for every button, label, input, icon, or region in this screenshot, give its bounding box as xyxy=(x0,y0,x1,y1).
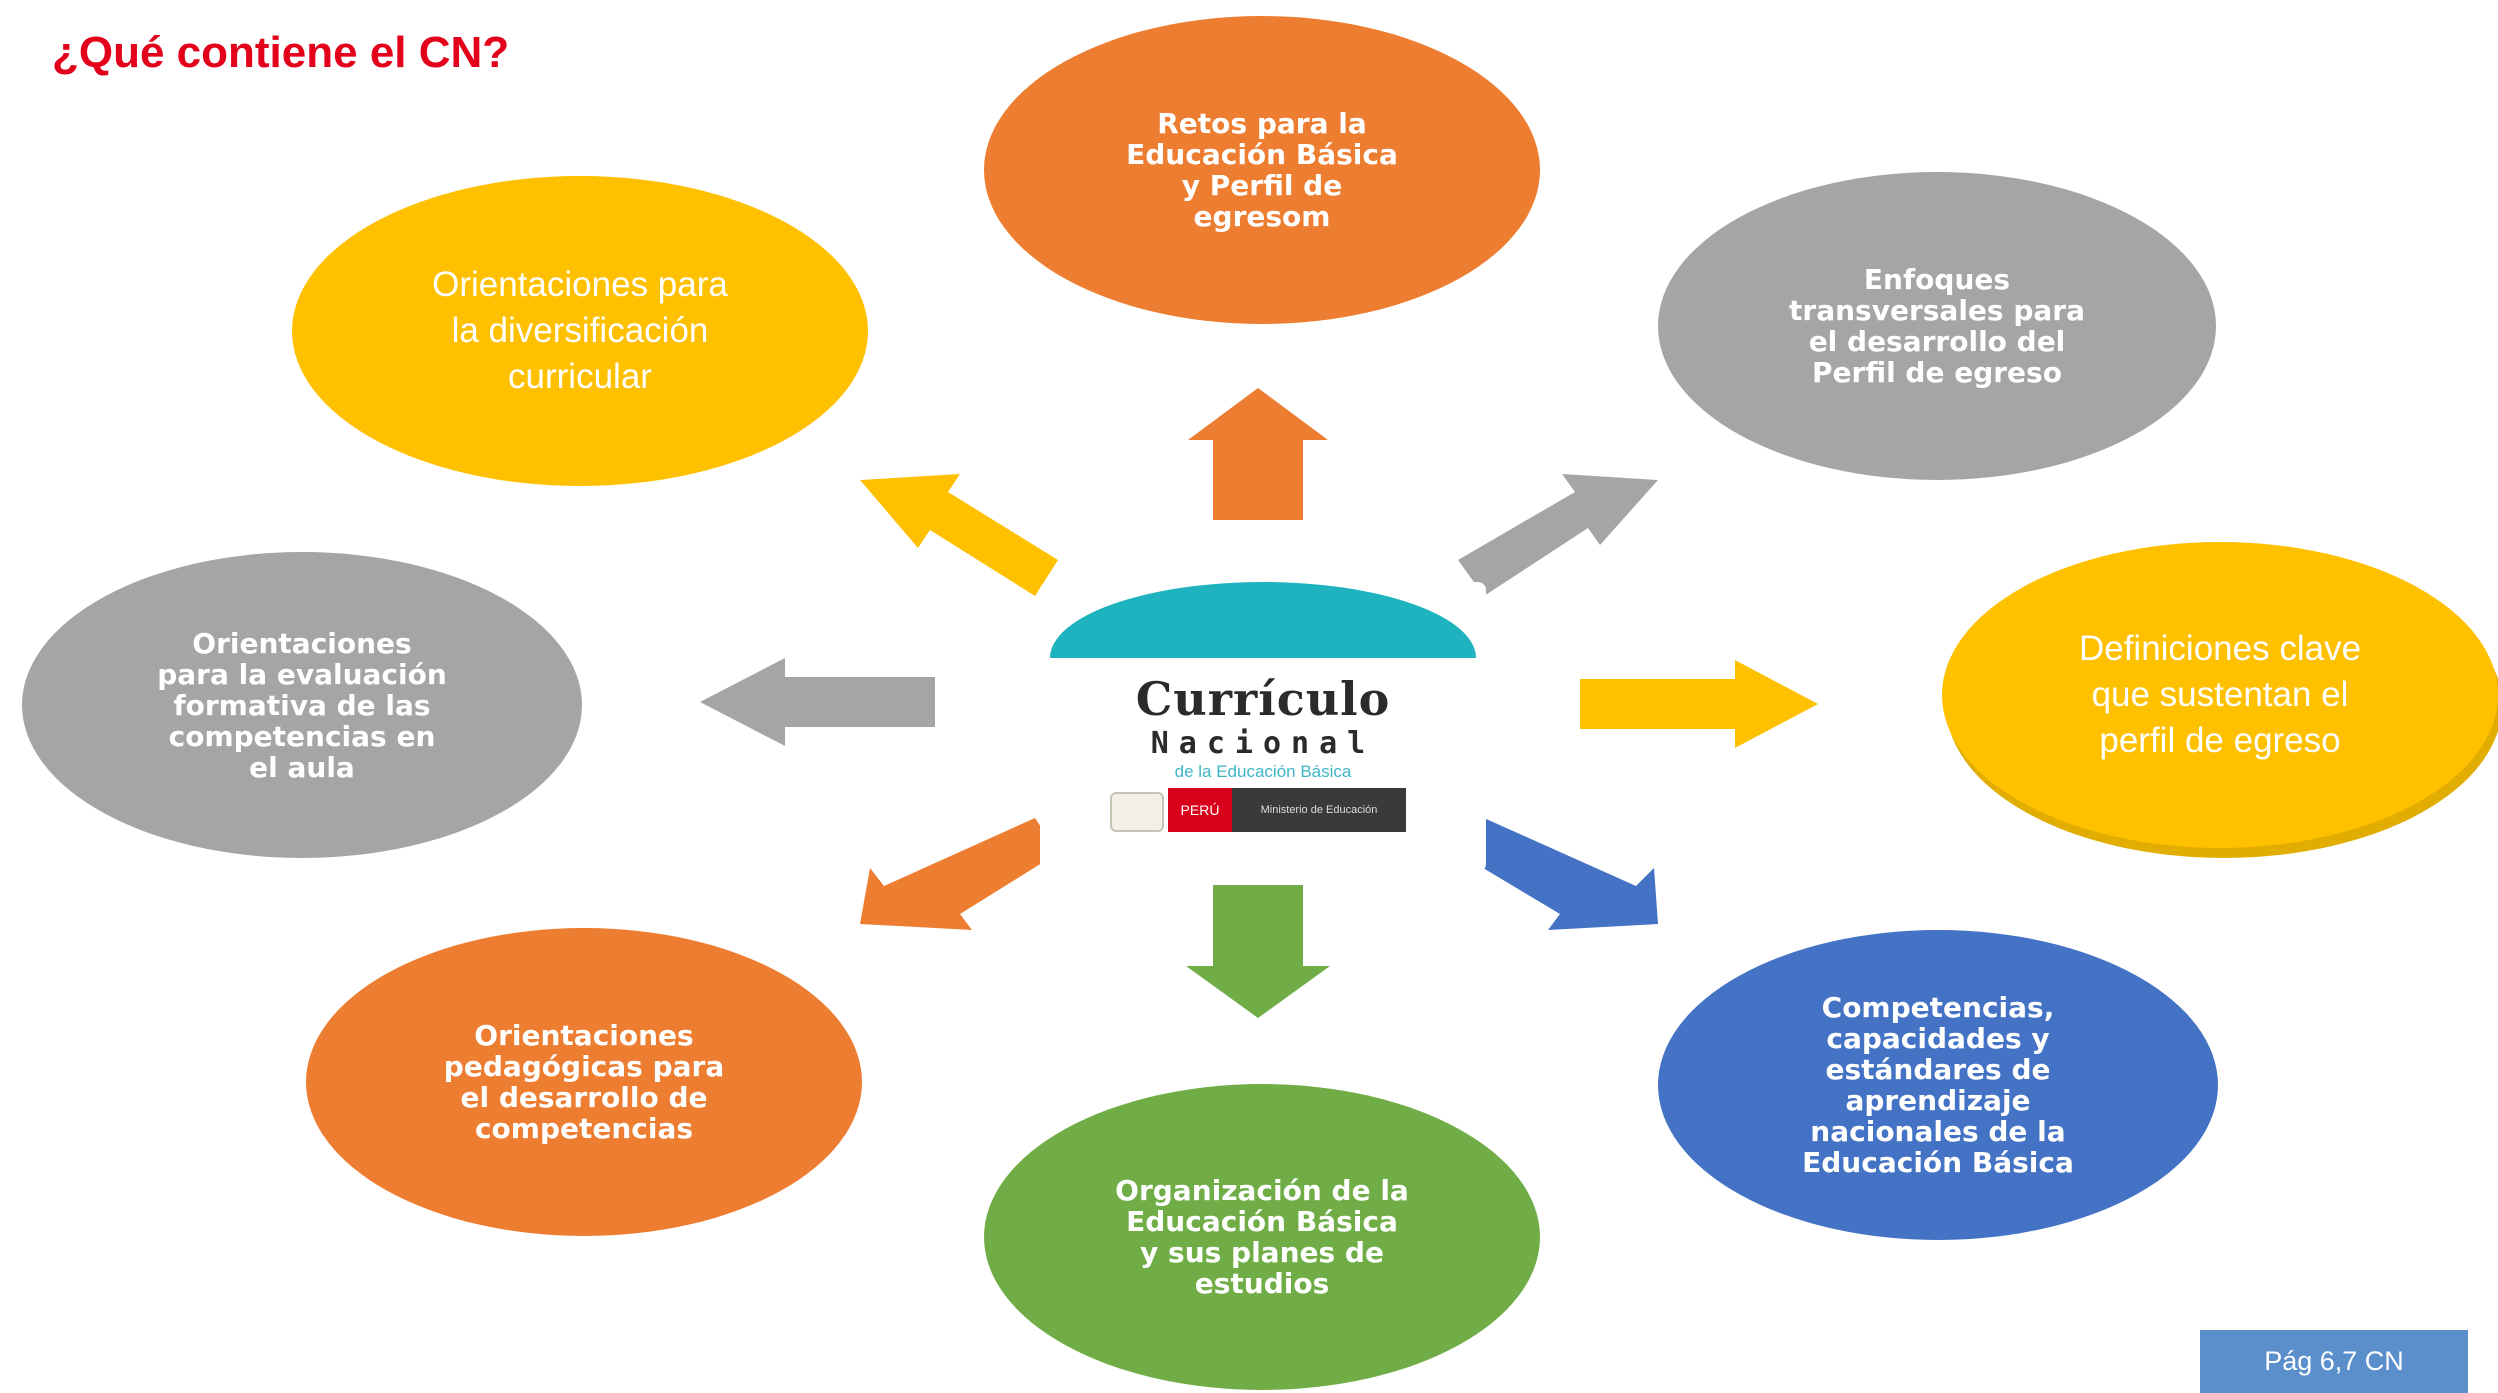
node-enfoques: Enfoques transversales para el desarroll… xyxy=(1658,172,2216,480)
curriculo-logo: Currículo Nacional de la Educación Básic… xyxy=(1040,582,1486,872)
node-retos: Retos para la Educación Básica y Perfil … xyxy=(984,16,1540,324)
logo-subtitle: Nacional xyxy=(1150,726,1376,761)
node-pedagogicas-text: Orientaciones pedagógicas para el desarr… xyxy=(443,1019,725,1145)
page-title: ¿Qué contiene el CN? xyxy=(52,28,510,77)
arrow-left xyxy=(700,658,935,746)
coat-of-arms-icon xyxy=(1110,792,1164,832)
arrow-down-left xyxy=(860,818,1058,930)
node-definiciones-text: Definiciones clave que sustentan el perf… xyxy=(2078,629,2362,760)
node-definiciones: Definiciones clave que sustentan el perf… xyxy=(1942,542,2498,848)
logo-caption: de la Educación Básica xyxy=(1174,762,1352,781)
logo-peru-block: PERÚ xyxy=(1168,788,1232,832)
node-competencias: Competencias, capacidades y estándares d… xyxy=(1658,930,2218,1240)
node-organizacion: Organización de la Educación Básica y su… xyxy=(984,1084,1540,1390)
node-evaluacion: Orientaciones para la evaluación formati… xyxy=(22,552,582,858)
node-retos-text: Retos para la Educación Básica y Perfil … xyxy=(1126,107,1398,233)
page-reference-badge: Pág 6,7 CN xyxy=(2200,1330,2468,1393)
arrow-up-right xyxy=(1458,474,1658,596)
arrow-down-right xyxy=(1458,818,1658,930)
node-pedagogicas: Orientaciones pedagógicas para el desarr… xyxy=(306,928,862,1236)
arrow-right xyxy=(1580,660,1818,748)
arrow-up-left xyxy=(860,474,1058,596)
arrow-up xyxy=(1188,388,1328,520)
node-diversificacion: Orientaciones para la diversificación cu… xyxy=(292,176,868,486)
node-evaluacion-text: Orientaciones para la evaluación formati… xyxy=(157,626,447,784)
arrow-down xyxy=(1186,885,1330,1018)
node-organizacion-text: Organización de la Educación Básica y su… xyxy=(1115,1174,1409,1300)
logo-banner xyxy=(1050,582,1476,658)
node-competencias-text: Competencias, capacidades y estándares d… xyxy=(1802,991,2074,1179)
logo-title: Currículo xyxy=(1135,672,1391,726)
node-diversificacion-text: Orientaciones para la diversificación cu… xyxy=(432,265,728,396)
logo-ministry-block: Ministerio de Educación xyxy=(1232,788,1406,832)
node-enfoques-text: Enfoques transversales para el desarroll… xyxy=(1789,263,2085,389)
